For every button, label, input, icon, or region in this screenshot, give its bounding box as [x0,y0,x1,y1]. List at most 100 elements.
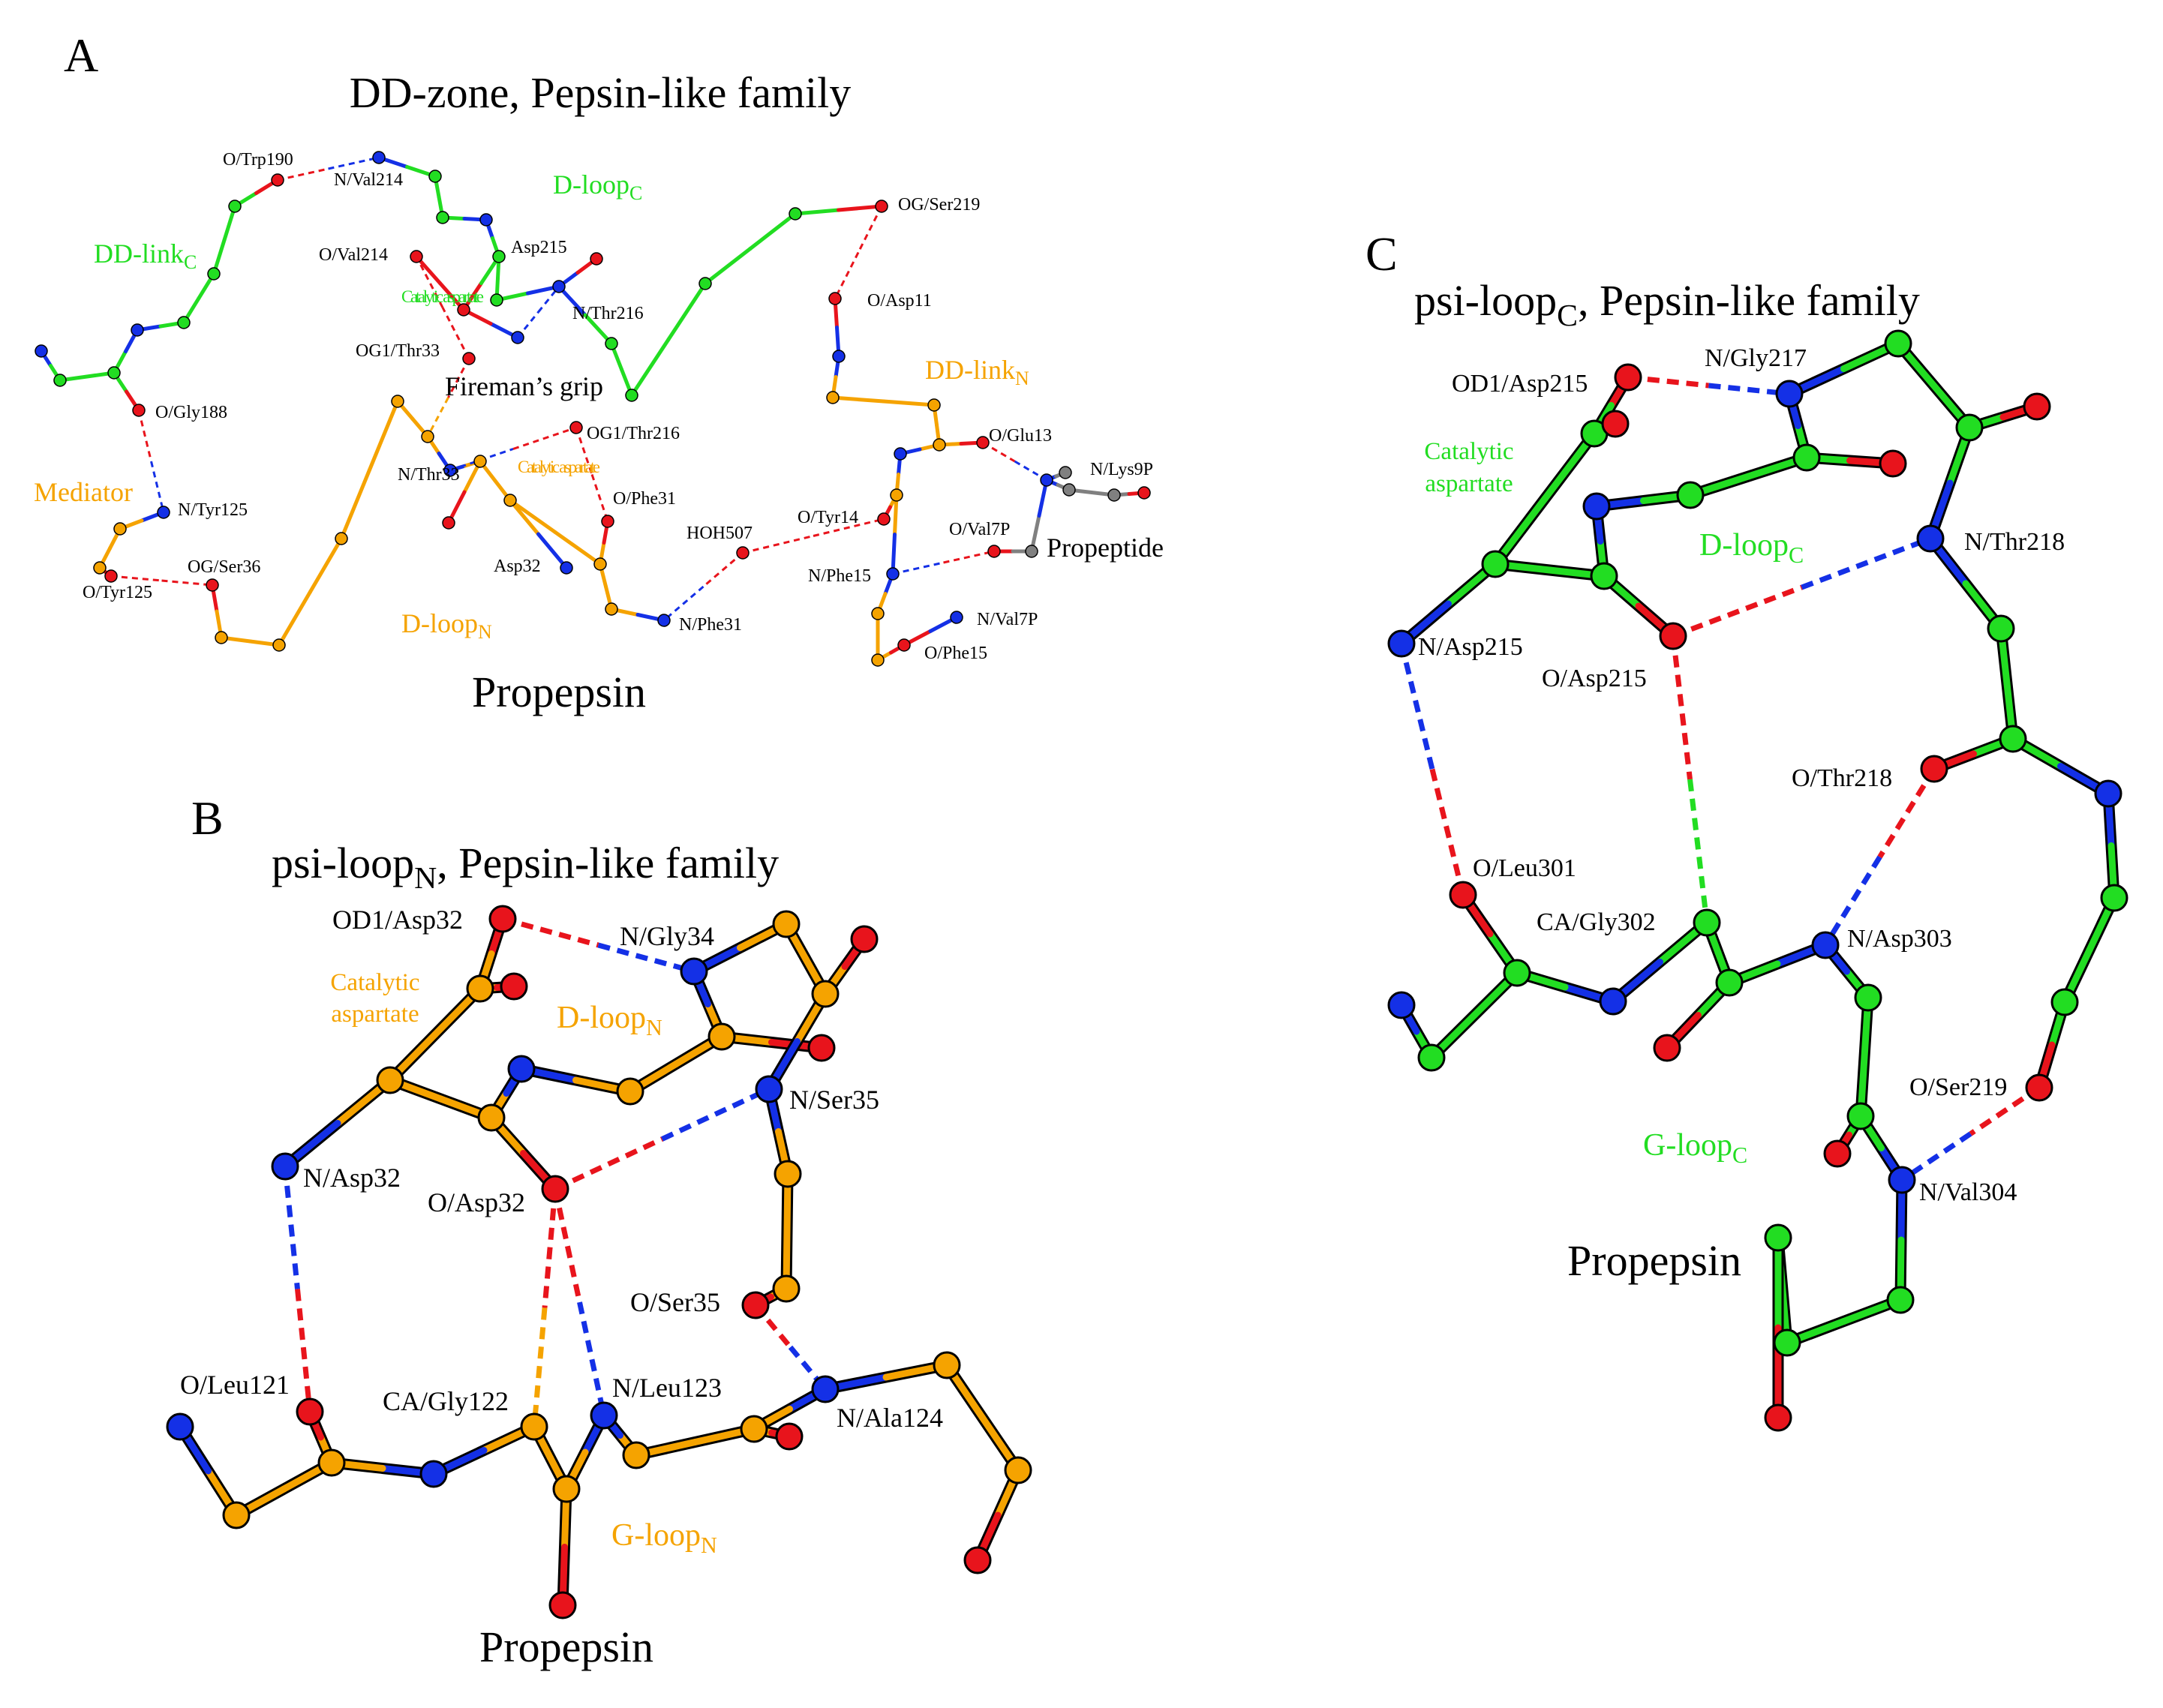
label-o-asp32: O/Asp32 [428,1187,525,1217]
panel-a-footer: Propepsin [472,668,646,716]
label-o-asp11: O/Asp11 [867,291,932,311]
a-atom [492,250,506,263]
b-atom [271,1152,299,1181]
a-atom [601,515,614,528]
a-atom [177,316,191,329]
a-atom [104,569,118,583]
a-atom [875,200,888,213]
b-atom [488,905,517,933]
b-atom [500,972,528,1001]
a-bond [508,498,557,534]
b-atom [850,925,879,953]
a-hbond [161,579,213,587]
a-hbond [575,427,593,475]
panel-letter-c: C [1365,227,1398,281]
a-atom [272,638,286,652]
a-atom [832,350,846,363]
label-n-ala124: N/Ala124 [837,1403,943,1433]
c-hbond [1801,536,1932,590]
a-hbond [702,551,744,588]
label-d-loop-n-b: D-loopN [557,1001,662,1040]
label-n-thr216: N/Thr216 [572,304,644,323]
c-atom [1792,443,1821,472]
label-catalytic-c-line1: Catalytic [1424,438,1513,465]
a-atom [933,438,946,452]
panel-b-hydrogen-bonds [282,916,828,1427]
a-hbond [742,535,814,554]
label-g-loop-c: G-loopC [1643,1128,1747,1168]
a-hbond [328,156,380,170]
panel-letter-b: B [191,791,224,845]
panel-c-title: psi-loopC, Pepsin-like family [1414,276,1920,333]
b-atom [477,1103,506,1132]
a-atom [473,455,487,468]
a-bond [553,530,602,566]
a-hbond [892,561,944,575]
label-o-leu121: O/Leu121 [180,1370,290,1400]
panel-b-atoms [166,905,1032,1619]
c-atom [2094,779,2122,808]
panel-c-atoms [1387,329,2128,1432]
label-catalytic-aspartate-n-a: Catalytic aspartate [518,458,600,476]
b-atom [296,1397,324,1426]
c-atom [1884,329,1912,358]
a-hbond [857,206,883,254]
c-atom [1676,481,1705,509]
a-bond [893,493,899,536]
a-atom [443,464,457,477]
a-atom [35,344,48,358]
a-atom [552,280,566,293]
label-o-leu301: O/Leu301 [1473,854,1576,882]
a-bond [748,212,798,251]
a-atom [503,494,517,507]
label-o-ser35: O/Ser35 [630,1287,720,1317]
label-o-val214: O/Val214 [319,245,388,265]
a-atom [93,561,107,575]
label-ca-gly302: CA/Gly302 [1537,908,1656,936]
panel-a-title: DD-zone, Pepsin-like family [350,68,851,117]
a-atom [605,602,618,616]
a-hbond [590,474,609,522]
a-hbond [813,518,885,537]
a-atom [1059,466,1072,479]
c-atom [1417,1043,1446,1072]
label-n-lys9p: N/Lys9P [1090,460,1153,479]
c-atom [1715,968,1744,997]
b-atom [775,1422,804,1451]
b-atom [774,1160,802,1188]
c-atom [1614,363,1642,392]
label-n-phe15: N/Phe15 [808,566,871,586]
label-n-leu123: N/Leu123 [612,1373,722,1403]
a-atom [107,366,121,380]
label-o-tyr125: O/Tyr125 [83,583,152,602]
a-atom [131,323,144,337]
a-bond [882,399,936,407]
a-atom [391,395,404,408]
a-atom [462,352,476,365]
label-n-phe31: N/Phe31 [679,615,742,635]
b-atom [616,1077,644,1106]
a-atom [698,277,712,290]
label-n-thr218: N/Thr218 [1964,528,2065,556]
c-hbond [1687,779,1710,923]
a-bond [368,399,400,472]
a-atom [894,447,907,461]
a-bond [308,536,344,594]
c-atom [1764,1403,1792,1432]
panel-b-title: psi-loopN, Pepsin-like family [272,839,779,896]
a-hbond [426,397,449,437]
a-atom [789,207,802,221]
a-atom [271,173,284,187]
a-atom [206,578,219,592]
b-atom [541,1175,569,1203]
a-atom [428,170,442,183]
c-atom [1879,449,1907,478]
c-hbond [1672,584,1803,639]
b-atom [741,1291,770,1319]
a-atom [1062,483,1076,497]
a-atom [228,200,242,213]
a-hbond [447,358,470,398]
a-hbond [441,307,470,359]
a-atom [511,331,524,344]
label-og1-thr33: OG1/Thr33 [356,341,440,361]
